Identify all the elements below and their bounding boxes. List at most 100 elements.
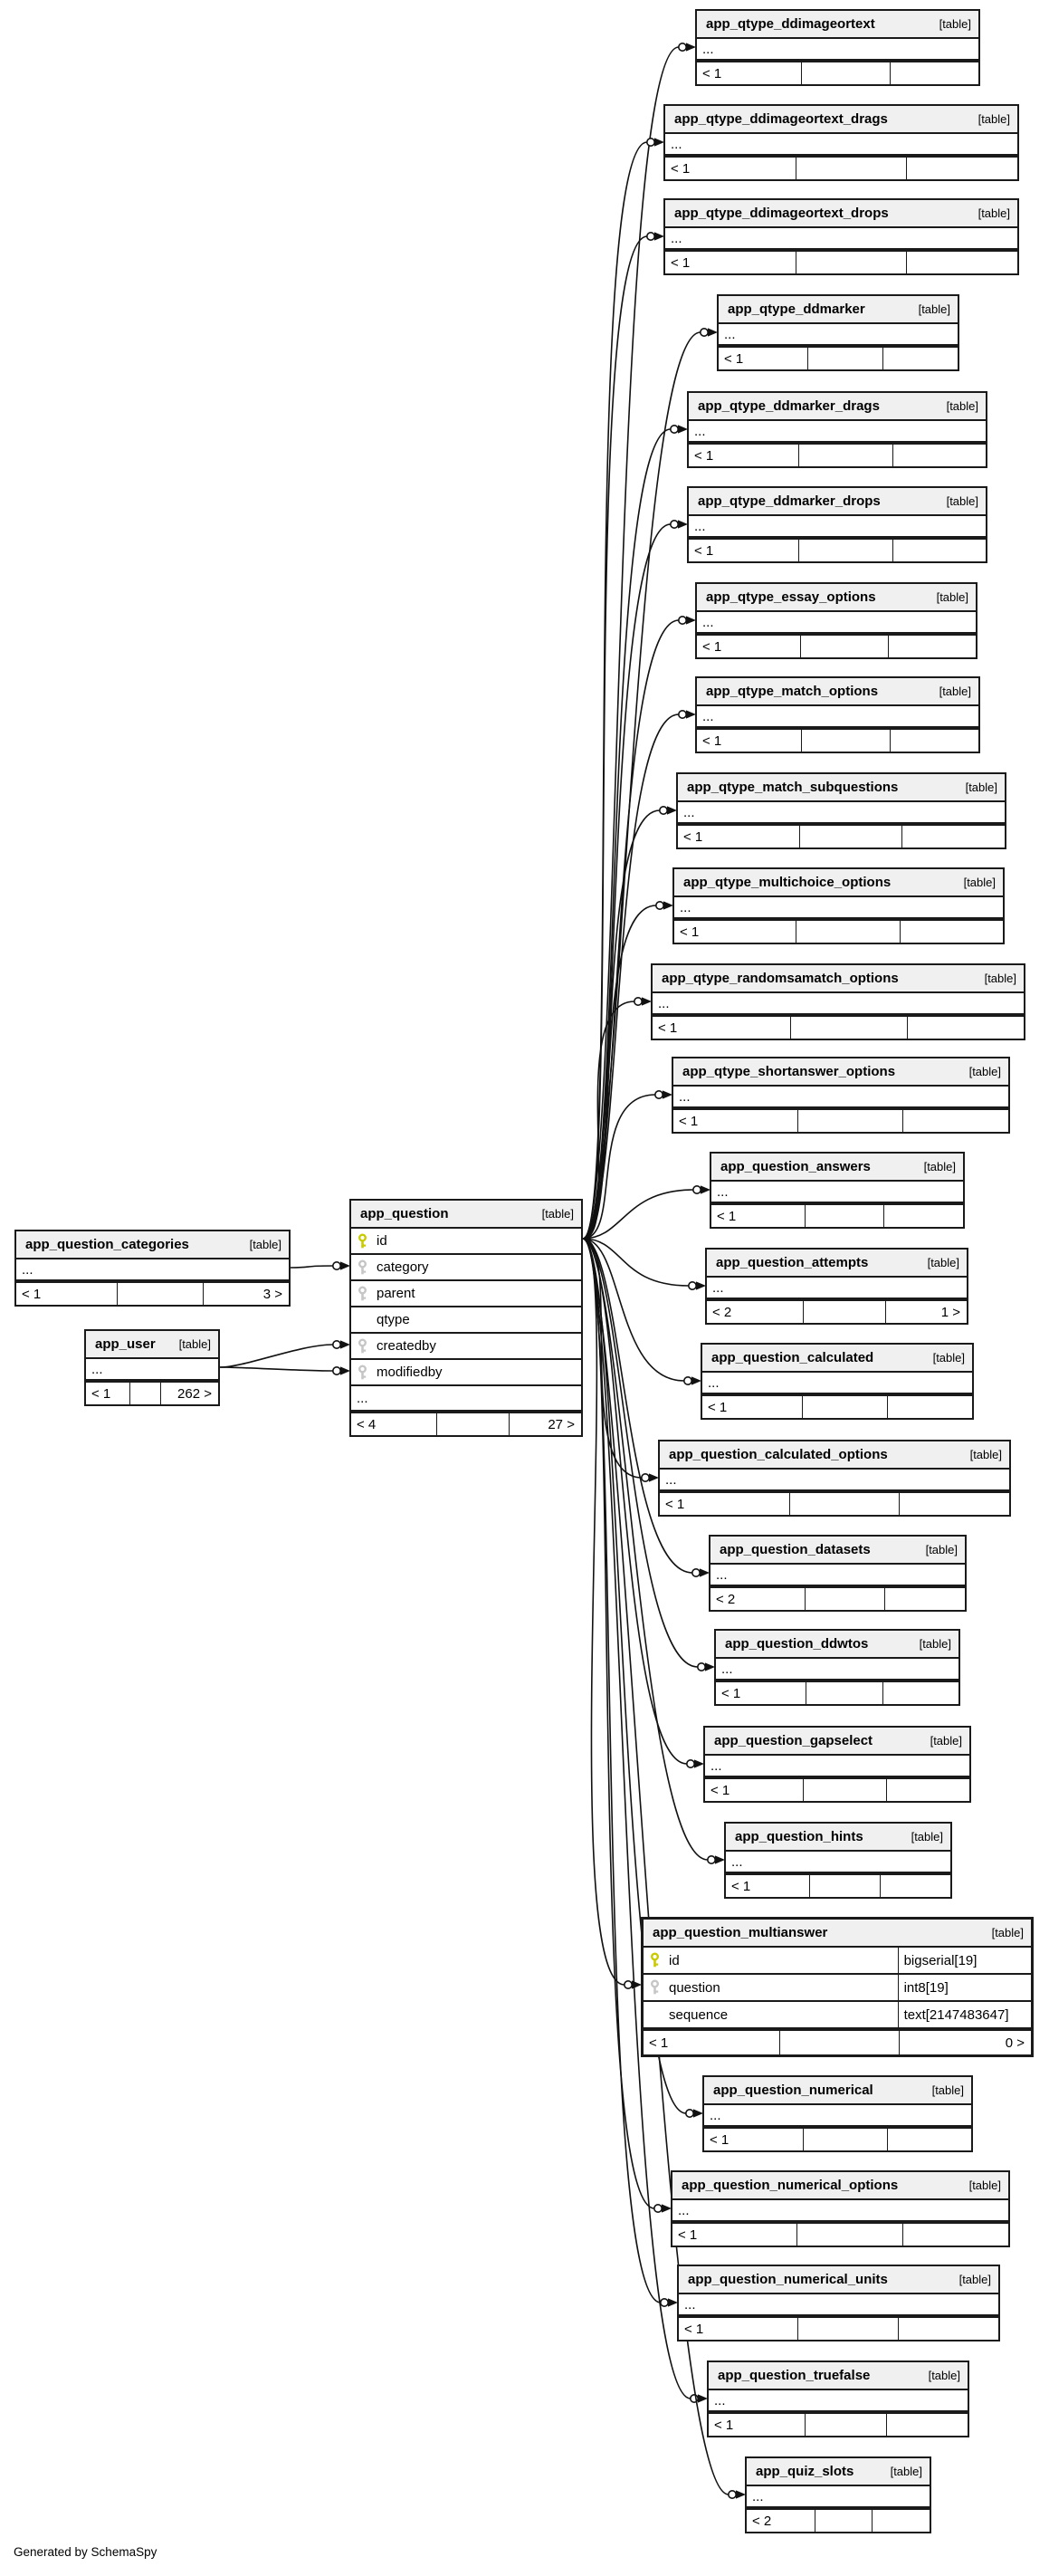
table-header-app_qtype_match_subquestions[interactable]: app_qtype_match_subquestions[table] [678,774,1005,802]
table-header-app_qtype_randomsamatch_options[interactable]: app_qtype_randomsamatch_options[table] [653,965,1024,993]
footer-mid-cell [129,1383,160,1404]
table-header-app_question_categories[interactable]: app_question_categories[table] [16,1231,289,1259]
table-tag: [table] [969,1448,1002,1461]
edge-arrowhead [693,2109,703,2118]
table-footer: < 2 [710,1586,965,1610]
table-header-app_quiz_slots[interactable]: app_quiz_slots[table] [747,2458,930,2486]
edge-arrowhead [663,901,673,910]
column-name: ... [721,1661,733,1677]
table-header-app_question_multianswer[interactable]: app_question_multianswer [table] [644,1920,1031,1948]
edge-arrowhead [662,2204,672,2213]
table-header-app_question_datasets[interactable]: app_question_datasets[table] [710,1537,965,1565]
column-row-modifiedby: modifiedby [351,1360,581,1386]
footer-parents-count: < 1 [22,1286,42,1302]
table-footer: < 1 [689,443,986,466]
table-header-app_qtype_ddimageortext_drags[interactable]: app_qtype_ddimageortext_drags[table] [665,106,1017,134]
column-name: ... [731,1853,743,1870]
relationship-edge-app_question-to-app_qtype_match_subquestions [582,805,677,1240]
edge-circle-terminator [699,327,709,337]
table-header-app_question_attempts[interactable]: app_question_attempts[table] [707,1250,967,1278]
table-footer: < 1 [653,1015,1024,1039]
table-tag: [table] [946,494,978,508]
column-name: ... [710,2107,721,2123]
column-name: ... [679,1088,691,1105]
footer-parents-count: < 1 [714,2417,734,2433]
edge-arrowhead [701,1185,710,1194]
columns-ellipsis-row: ... [689,516,986,538]
table-header-app_question_numerical_units[interactable]: app_question_numerical_units[table] [679,2266,998,2294]
table-name: app_question_calculated [711,1350,874,1365]
table-header-app_qtype_match_options[interactable]: app_qtype_match_options[table] [697,678,978,706]
edge-circle-terminator [677,709,687,719]
footer-mid-cell [814,2510,873,2532]
footer-parents-count: < 2 [712,1304,732,1320]
table-header-app_qtype_shortanswer_options[interactable]: app_qtype_shortanswer_options[table] [673,1058,1008,1087]
table-header-app_qtype_ddimageortext[interactable]: app_qtype_ddimageortext[table] [697,11,978,39]
table-tag: [table] [939,685,971,698]
table-header-app_qtype_multichoice_options[interactable]: app_qtype_multichoice_options[table] [674,869,1003,897]
table-header-app_qtype_ddmarker_drops[interactable]: app_qtype_ddmarker_drops[table] [689,488,986,516]
table-header-app_question_numerical[interactable]: app_question_numerical[table] [704,2077,971,2105]
foreign-key-icon [358,1365,367,1379]
edge-circle-terminator [669,424,679,434]
edge-circle-terminator [727,2490,737,2500]
footer-children-count [882,1682,958,1704]
table-tag: [table] [991,1926,1024,1939]
edge-circle-terminator [685,1759,695,1769]
edge-arrowhead [678,425,688,434]
footer-parents-count: < 1 [649,2035,669,2051]
table-header-app_question_ddwtos[interactable]: app_question_ddwtos[table] [716,1631,958,1659]
table-header-app_question_numerical_options[interactable]: app_question_numerical_options[table] [672,2172,1008,2200]
edge-arrowhead [686,616,696,625]
column-name: parent [377,1286,415,1301]
generator-note: Generated by SchemaSpy [14,2545,157,2559]
relationship-edge-app_question-to-app_qtype_essay_options [582,615,696,1240]
table-header-app_question[interactable]: app_question[table] [351,1201,581,1229]
table-header-app_question_answers[interactable]: app_question_answers[table] [711,1154,963,1182]
table-footer: < 1 [716,1681,958,1704]
footer-parents-count: < 1 [721,1685,741,1701]
table-header-app_qtype_essay_options[interactable]: app_qtype_essay_options[table] [697,584,976,612]
column-name: modifiedby [377,1365,443,1380]
table-footer: < 1 [702,1394,972,1418]
columns-ellipsis-row: ... [747,2486,930,2508]
table-footer: < 1 [689,538,986,561]
column-name: ... [357,1390,368,1406]
column-name: ... [714,2392,726,2408]
table-header-app_question_calculated_options[interactable]: app_question_calculated_options[table] [660,1441,1009,1470]
footer-mid-cell [806,1682,882,1704]
table-name: app_qtype_match_subquestions [687,780,899,795]
table-header-app_question_gapselect[interactable]: app_question_gapselect[table] [705,1728,969,1756]
table-name: app_qtype_multichoice_options [683,875,892,890]
table-header-app_qtype_ddmarker_drags[interactable]: app_qtype_ddmarker_drags[table] [689,393,986,421]
edge-arrowhead [708,328,718,337]
edge-circle-terminator [677,42,687,52]
table-footer: < 1 [711,1203,963,1227]
table-header-app_qtype_ddmarker[interactable]: app_qtype_ddmarker[table] [719,296,958,324]
table-header-app_question_hints[interactable]: app_question_hints[table] [726,1824,950,1852]
table-header-app_question_calculated[interactable]: app_question_calculated[table] [702,1345,972,1373]
footer-mid-cell [796,1110,903,1132]
table-box-app_question_numerical: app_question_numerical[table]...< 1 [702,2075,973,2152]
footer-parents-count: < 1 [665,1496,685,1512]
footer-parents-count: < 1 [684,2321,704,2337]
table-header-app_user[interactable]: app_user[table] [86,1331,218,1359]
table-name: app_question_multianswer [653,1925,828,1940]
relationship-edge-app_user-to-app_question [219,1340,350,1368]
table-header-app_question_truefalse[interactable]: app_question_truefalse[table] [709,2362,968,2390]
table-footer: < 1 [665,156,1017,179]
footer-parents-count: < 1 [717,1208,737,1224]
footer-parents-count: < 1 [708,1399,728,1415]
edge-arrowhead [698,2394,708,2403]
footer-mid-cell [798,826,902,847]
table-footer: < 1 [674,919,1003,943]
table-box-app_qtype_multichoice_options: app_qtype_multichoice_options[table]...<… [672,867,1005,944]
column-row-id: id [351,1229,581,1255]
table-box-app_qtype_randomsamatch_options: app_qtype_randomsamatch_options[table]..… [651,963,1025,1040]
columns-ellipsis-row: ... [709,2390,968,2412]
footer-children-count: 262 > [159,1383,218,1404]
table-header-app_qtype_ddimageortext_drops[interactable]: app_qtype_ddimageortext_drops[table] [665,200,1017,228]
